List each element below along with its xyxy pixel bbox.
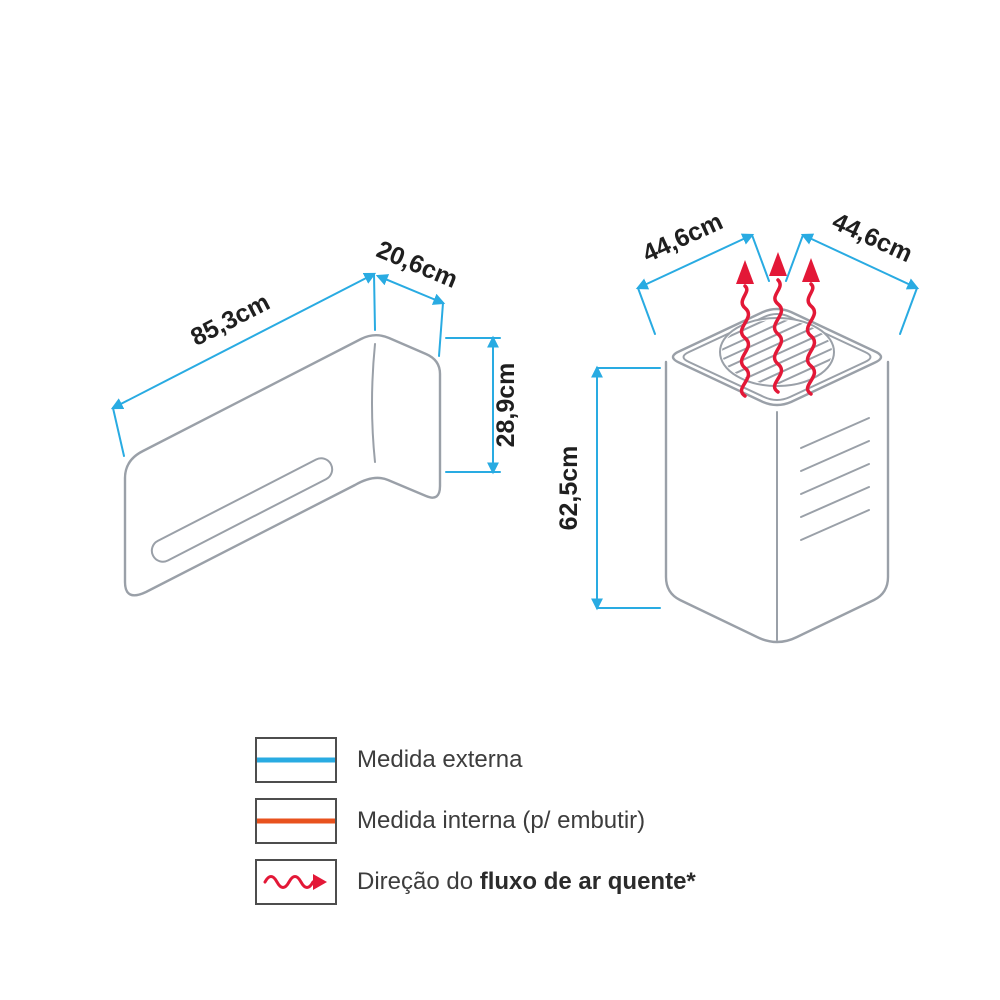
outdoor-left-depth-label: 44,6cm (638, 207, 727, 268)
hot-air-arrow-icon (769, 252, 787, 394)
outdoor-unit-drawing (664, 252, 890, 644)
extension-line (112, 407, 125, 457)
legend-label-external: Medida externa (357, 746, 523, 773)
extension-line (373, 273, 376, 331)
hot-air-flow-arrow-icon (263, 874, 327, 890)
internal-measure-swatch (255, 798, 337, 844)
outdoor-dimensions: 44,6cm 44,6cm 62,5cm (555, 207, 920, 611)
indoor-unit-drawing (123, 334, 442, 597)
indoor-height-label: 28,9cm (492, 363, 520, 448)
legend-item-internal: Medida interna (p/ embutir) (255, 798, 696, 844)
outdoor-right-width-dimension-line (800, 233, 920, 290)
indoor-width-dimension-line (110, 272, 377, 410)
external-measure-swatch (255, 737, 337, 783)
outdoor-height-label: 62,5cm (555, 446, 583, 531)
legend: Medida externa Medida interna (p/ embuti… (255, 737, 696, 905)
legend-label-internal: Medida interna (p/ embutir) (357, 807, 646, 834)
internal-measure-line-icon (257, 818, 335, 824)
extension-line (751, 234, 770, 282)
outdoor-unit-body (664, 360, 890, 644)
indoor-unit-air-outlet-slot (150, 457, 334, 563)
airflow-swatch (255, 859, 337, 905)
legend-label-airflow: Direção do fluxo de ar quente* (357, 868, 696, 896)
legend-airflow-bold: fluxo de ar quente* (479, 868, 696, 895)
indoor-depth-label: 20,6cm (373, 235, 462, 293)
legend-airflow-prefix: Direção do (357, 868, 480, 895)
side-vent-lines (800, 417, 870, 541)
extension-line (785, 234, 804, 282)
indoor-width-label: 85,3cm (186, 288, 274, 352)
extension-line (637, 287, 656, 335)
legend-item-airflow: Direção do fluxo de ar quente* (255, 859, 696, 905)
indoor-depth-dimension-line (375, 274, 446, 305)
extension-line (438, 302, 444, 357)
legend-item-external: Medida externa (255, 737, 696, 783)
external-measure-line-icon (257, 757, 335, 763)
outdoor-right-width-label: 44,6cm (828, 207, 917, 268)
outdoor-left-depth-dimension-line (635, 233, 755, 290)
extension-line (899, 287, 918, 335)
